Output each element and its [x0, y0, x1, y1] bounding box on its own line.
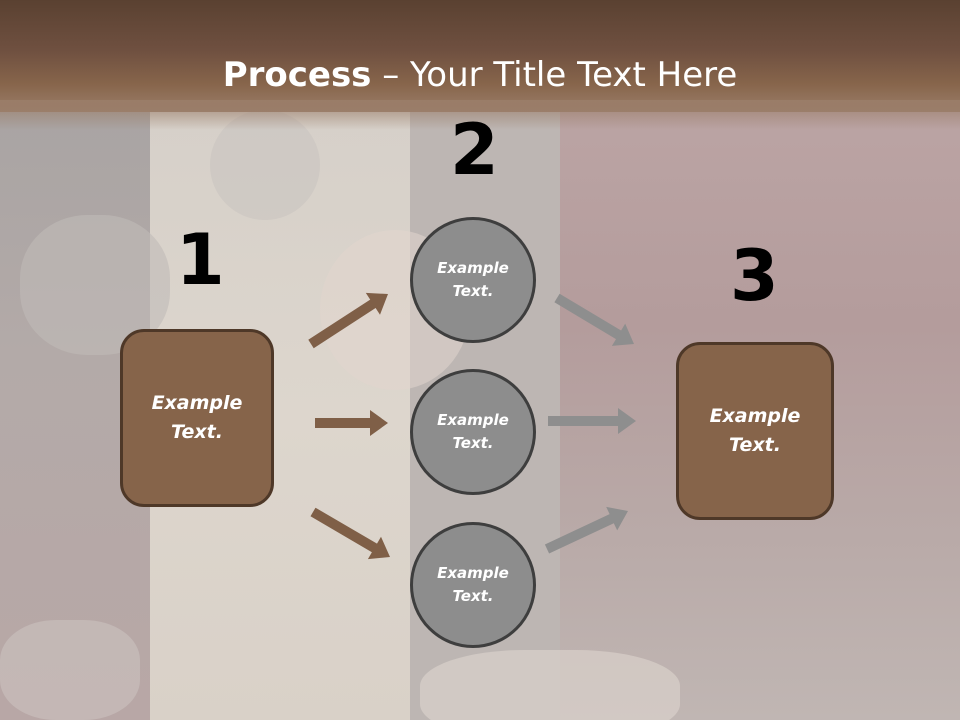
arrow-to-circle-2 [315, 410, 388, 436]
step-number-2: 2 [450, 109, 499, 191]
background-fur [420, 650, 680, 720]
arrow-to-circle-3 [310, 507, 390, 560]
circle-label-2: Example Text. [437, 411, 509, 452]
title-banner-fade [0, 100, 960, 130]
result-box: Example Text. [676, 342, 834, 520]
step-number-3: 3 [730, 235, 779, 317]
title-bold-part: Process [222, 55, 372, 95]
step-circle-3: Example Text. [410, 522, 536, 648]
title-banner [0, 0, 960, 112]
result-box-label: Example Text. [709, 405, 801, 456]
source-box-label: Example Text. [151, 392, 243, 443]
arrow-to-circle-1 [308, 292, 388, 349]
arrow-from-circle-3 [544, 506, 628, 554]
background-fur-left [0, 620, 140, 720]
circle-label-3: Example Text. [437, 564, 509, 605]
source-box: Example Text. [120, 329, 274, 507]
step-circle-1: Example Text. [410, 217, 536, 343]
step-circle-2: Example Text. [410, 369, 536, 495]
circle-label-1: Example Text. [437, 259, 509, 300]
slide-title: Process – Your Title Text Here [0, 54, 960, 96]
arrow-from-circle-2 [548, 408, 636, 434]
step-number-1: 1 [176, 219, 225, 301]
outgoing-arrows [544, 293, 636, 554]
title-rest-part: – Your Title Text Here [371, 55, 738, 95]
arrow-from-circle-1 [554, 293, 634, 346]
incoming-arrows [308, 292, 390, 560]
